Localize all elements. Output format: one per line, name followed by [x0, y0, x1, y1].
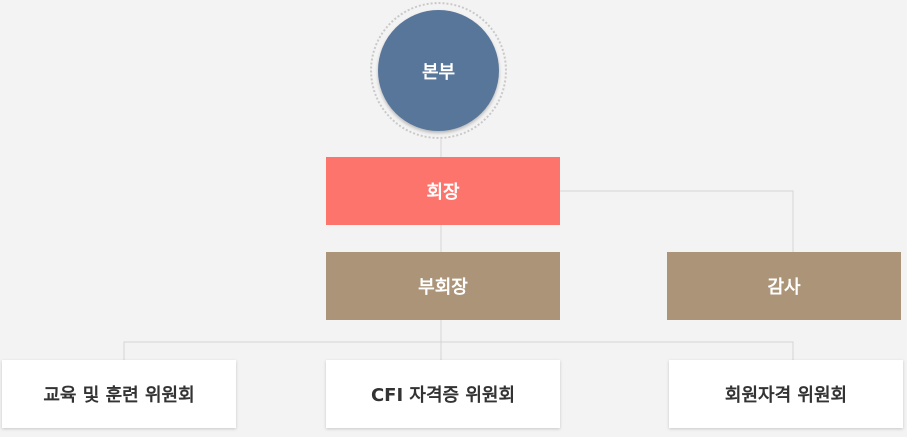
committee-label: 회원자격 위원회: [724, 385, 848, 406]
committee-cfi-certification: CFI 자격증 위원회: [326, 360, 560, 428]
committee-label: 교육 및 훈련 위원회: [43, 385, 195, 406]
connector-president-audit: [560, 190, 794, 252]
audit-label: 감사: [767, 277, 801, 298]
vice-president-label: 부회장: [418, 277, 468, 298]
connector-committee-bar: [123, 341, 794, 360]
vice-president-node: 부회장: [326, 252, 560, 320]
root-label: 본부: [421, 61, 456, 83]
root-node: 본부: [378, 10, 499, 131]
audit-node: 감사: [667, 252, 901, 320]
committee-label: CFI 자격증 위원회: [370, 385, 516, 406]
committee-membership: 회원자격 위원회: [669, 360, 903, 428]
president-node: 회장: [326, 157, 560, 225]
committee-education-training: 교육 및 훈련 위원회: [2, 360, 236, 428]
president-label: 회장: [426, 182, 460, 203]
